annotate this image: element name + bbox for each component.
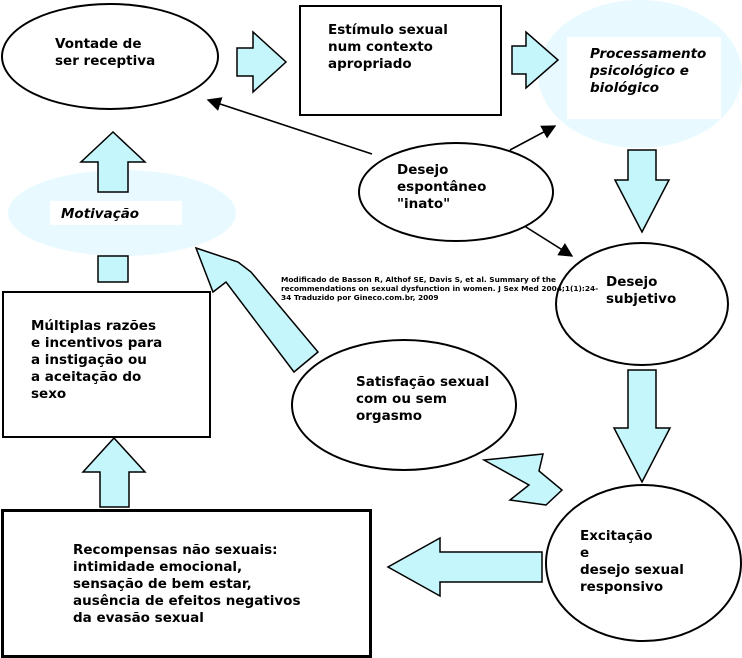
line-desejo-vontade [206, 97, 373, 155]
node-excitacao [545, 484, 742, 642]
node-motivacao [50, 201, 182, 225]
label-desejo-espontaneo: Desejo espontâneo "inato" [397, 162, 487, 212]
node-desejo-subjetivo [555, 242, 729, 366]
arrow-excitacao-recompensas [386, 536, 543, 598]
label-excitacao: Excitação e desejo sexual responsivo [580, 528, 684, 595]
node-estimulo [299, 5, 502, 116]
arrow-vontade-estimulo [236, 30, 288, 94]
line-desejo-processamento [509, 125, 557, 151]
node-vontade [1, 3, 219, 110]
arrow-estimulo-processamento [511, 30, 560, 90]
node-processamento [567, 37, 721, 119]
arrow-processamento-subjetivo [613, 149, 671, 234]
node-desejo-espontaneo [358, 142, 554, 242]
label-satisfacao: Satisfação sexual com ou sem orgasmo [356, 374, 490, 424]
label-desejo-subjetivo: Desejo subjetivo [606, 274, 677, 307]
source-note: Modificado de Basson R, Althof SE, Davis… [281, 275, 599, 302]
arrow-multiplas-motivacao [97, 255, 129, 283]
node-satisfacao [291, 339, 517, 471]
label-motivacao: Motivação [61, 206, 140, 222]
label-vontade: Vontade de ser receptiva [55, 36, 156, 69]
label-processamento: Processamento psicológico e biológico [590, 46, 707, 96]
arrow-recompensas-multiplas [81, 436, 147, 508]
node-multiplas [2, 291, 211, 438]
node-recompensas [1, 509, 372, 658]
line-desejo-subjetivo [517, 221, 574, 257]
arrow-motivacao-vontade [79, 130, 147, 193]
arrow-subjetivo-excitacao [612, 369, 672, 484]
arrow-excitacao-satisfacao [481, 453, 564, 506]
label-multiplas: Múltiplas razões e incentivos para a ins… [31, 318, 163, 402]
arrow-satisfacao-motivacao [194, 246, 320, 374]
label-estimulo: Estímulo sexual num contexto apropriado [328, 22, 448, 72]
label-recompensas: Recompensas não sexuais: intimidade emoc… [73, 542, 301, 626]
